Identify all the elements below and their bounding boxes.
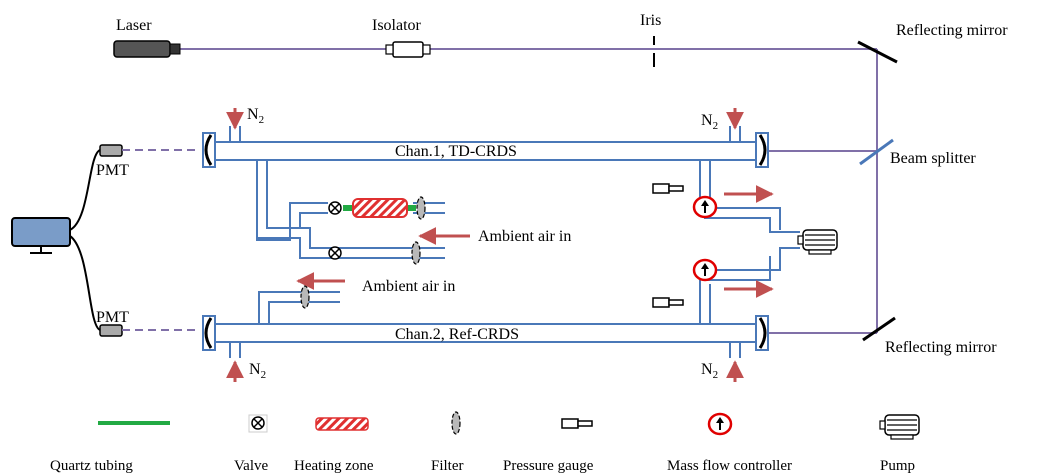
n2-purge-port-top-right xyxy=(726,108,744,142)
valve-icon-upper xyxy=(328,201,342,215)
isolator-label: Isolator xyxy=(372,17,422,34)
laser-label: Laser xyxy=(116,17,152,34)
reflecting-mirror-bottom-label: Reflecting mirror xyxy=(885,339,997,356)
iris-label: Iris xyxy=(640,12,661,29)
chan2-label: Chan.2, Ref-CRDS xyxy=(395,326,519,343)
pmt-bottom-label: PMT xyxy=(96,309,129,326)
n2-label-top-left: N2 xyxy=(247,106,264,126)
laser-icon xyxy=(113,40,181,58)
beam-splitter-icon xyxy=(859,138,894,166)
legend-label-6: Pump xyxy=(880,458,915,474)
pmt-top-label: PMT xyxy=(96,162,129,179)
valve-icon xyxy=(251,416,265,430)
pressure-gauge-icon xyxy=(561,418,593,429)
ambient-air-label-upper: Ambient air in xyxy=(478,228,571,245)
reflecting-mirror-top-label: Reflecting mirror xyxy=(896,22,1008,39)
filter-icon-lower xyxy=(411,241,421,265)
legend-label-4: Pressure gauge xyxy=(503,458,594,474)
n2-purge-port-bottom-right xyxy=(726,342,744,382)
reflecting-mirror-bottom-icon xyxy=(862,316,896,342)
n2-purge-port-bottom-left xyxy=(226,342,244,382)
legend-label-3: Filter xyxy=(431,458,464,474)
pmt-top-icon xyxy=(99,144,123,157)
signal-cables xyxy=(69,149,101,331)
chan1-cavity xyxy=(214,141,757,161)
computer-monitor-icon xyxy=(11,217,71,254)
chan2-right-end-mirror xyxy=(755,315,769,351)
n2-label-bottom-left: N2 xyxy=(249,361,266,381)
valve-icon-lower xyxy=(328,246,342,260)
legend-label-1: Valve xyxy=(234,458,268,474)
mass-flow-controller-icon-upper xyxy=(692,195,718,219)
pump-icon-legend xyxy=(879,414,920,440)
outlet-tubing xyxy=(699,160,800,324)
chan2-left-end-mirror xyxy=(202,315,216,351)
pressure-gauge-icon-upper xyxy=(652,183,684,194)
filter-icon-chan2 xyxy=(300,285,310,309)
laser-beam-path xyxy=(180,48,878,334)
pmt-bottom-icon xyxy=(99,324,123,337)
mass-flow-controller-icon xyxy=(707,412,733,436)
pressure-gauge-icon-lower xyxy=(652,297,684,308)
filter-icon-upper xyxy=(416,196,426,220)
n2-purge-port-top-left xyxy=(226,108,244,142)
beam-splitter-label: Beam splitter xyxy=(890,150,976,167)
chan2-inlet-tubing xyxy=(258,291,340,324)
reflecting-mirror-top-icon xyxy=(857,40,898,64)
chan1-left-end-mirror xyxy=(202,132,216,168)
chan2-cavity xyxy=(214,323,757,343)
chan1-label: Chan.1, TD-CRDS xyxy=(395,143,517,160)
legend-label-2: Heating zone xyxy=(294,458,374,474)
legend: Quartz tubing Valve Heating zone Filter … xyxy=(50,411,920,474)
chan1-right-end-mirror xyxy=(755,132,769,168)
inlet-tubing xyxy=(256,160,445,259)
pump-icon xyxy=(797,229,838,255)
n2-label-top-right: N2 xyxy=(701,112,718,132)
n2-label-bottom-right: N2 xyxy=(701,361,718,381)
filter-icon xyxy=(451,411,461,435)
legend-label-0: Quartz tubing xyxy=(50,458,133,474)
isolator-icon xyxy=(385,41,431,58)
ambient-air-label-lower: Ambient air in xyxy=(362,278,455,295)
heating-zone-icon-legend xyxy=(315,417,369,431)
mass-flow-controller-icon-lower xyxy=(692,258,718,282)
legend-label-5: Mass flow controller xyxy=(667,458,792,474)
heating-zone-icon xyxy=(352,198,408,218)
